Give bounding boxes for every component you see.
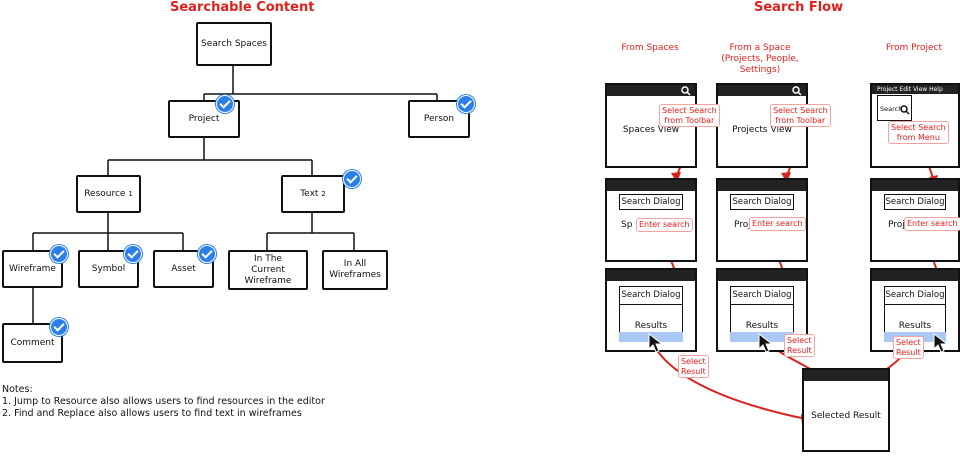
notes: Notes: 1. Jump to Resource also allows u… bbox=[2, 384, 325, 420]
node-resource: Resource 1 bbox=[76, 175, 141, 213]
note-select-result: Select Result bbox=[784, 334, 815, 357]
divider bbox=[884, 304, 946, 305]
check-icon bbox=[343, 170, 361, 188]
window-titlebar bbox=[607, 85, 695, 96]
window-titlebar bbox=[872, 270, 958, 281]
note-line: Result bbox=[681, 366, 706, 376]
view-label-partial: Proj bbox=[734, 220, 751, 230]
note-line: Select Search bbox=[662, 106, 717, 115]
check-icon bbox=[457, 95, 475, 113]
view-label: Spaces View bbox=[622, 125, 680, 135]
window-titlebar bbox=[718, 85, 806, 96]
divider bbox=[619, 304, 683, 305]
note-line: from Toolbar bbox=[664, 115, 715, 125]
view-label: Projects View bbox=[732, 125, 792, 135]
check-icon bbox=[50, 318, 68, 336]
check-icon bbox=[198, 245, 216, 263]
note-item: 2. Find and Replace also allows users to… bbox=[2, 408, 302, 419]
window-titlebar bbox=[804, 370, 888, 381]
note-item: 1. Jump to Resource also allows users to… bbox=[2, 396, 325, 407]
footnote-marker: 2 bbox=[321, 189, 326, 198]
notes-heading: Notes: bbox=[2, 384, 33, 395]
note-line: from Menu bbox=[896, 132, 940, 142]
node-search-spaces: Search Spaces bbox=[196, 22, 272, 66]
window-titlebar bbox=[607, 180, 695, 191]
window-results: Search Dialog Results bbox=[605, 268, 697, 352]
node-label-line: Current Wireframe bbox=[244, 264, 292, 286]
menu-search-item: Search bbox=[880, 105, 903, 113]
check-icon bbox=[124, 245, 142, 263]
selected-result-label: Selected Result bbox=[811, 411, 881, 421]
search-icon bbox=[792, 86, 802, 96]
window-search-dialog: Search Dialog Proj bbox=[716, 178, 808, 262]
search-dialog-label: Search Dialog bbox=[621, 290, 681, 300]
search-dialog-box: Search Dialog bbox=[619, 194, 683, 210]
column-header-project: From Project bbox=[859, 43, 960, 54]
header-line: From Project bbox=[886, 43, 942, 53]
window-titlebar bbox=[718, 270, 806, 281]
check-icon bbox=[50, 245, 68, 263]
note-line: Select bbox=[681, 357, 706, 366]
cursor-icon bbox=[648, 333, 664, 353]
note-enter-search: Enter search bbox=[904, 217, 960, 231]
note-enter-search: Enter search bbox=[636, 218, 693, 232]
column-header-spaces: From Spaces bbox=[595, 43, 705, 54]
window-titlebar bbox=[872, 180, 958, 191]
cursor-icon bbox=[758, 333, 774, 353]
node-in-all-wireframes: In All Wireframes bbox=[322, 250, 388, 290]
menu-bar: Project Edit View Help bbox=[872, 85, 958, 94]
search-icon bbox=[900, 105, 910, 115]
cursor-icon bbox=[933, 333, 949, 353]
window-titlebar bbox=[718, 180, 806, 191]
search-dialog-box: Search Dialog bbox=[730, 194, 794, 210]
view-label-partial: Proj bbox=[888, 220, 905, 230]
header-line: From Spaces bbox=[621, 43, 679, 53]
results-label: Results bbox=[898, 321, 932, 331]
divider bbox=[730, 304, 794, 305]
note-line: Select bbox=[787, 336, 812, 345]
text-label: Text bbox=[300, 188, 319, 199]
search-dialog-label: Search Dialog bbox=[732, 290, 792, 300]
note-line: Select Search bbox=[891, 123, 946, 132]
note-line: from Toolbar bbox=[775, 115, 826, 125]
search-flow-title: Search Flow bbox=[754, 0, 844, 15]
node-in-current-wireframe: In The Current Wireframe bbox=[228, 250, 308, 290]
node-project: Project bbox=[168, 100, 240, 138]
note-select-search: Select Search from Toolbar bbox=[770, 104, 831, 127]
footnote-marker: 1 bbox=[128, 189, 133, 198]
window-titlebar bbox=[607, 270, 695, 281]
results-label: Results bbox=[634, 321, 668, 331]
note-select-search: Select Search from Toolbar bbox=[659, 104, 720, 127]
note-line: Select Search bbox=[773, 106, 828, 115]
note-select-result: Select Result bbox=[893, 336, 924, 359]
note-select-result: Select Result bbox=[678, 355, 709, 378]
window-results: Search Dialog Results bbox=[870, 268, 960, 352]
menu-dropdown: Search bbox=[877, 95, 912, 121]
note-enter-search: Enter search bbox=[749, 217, 806, 231]
node-text: Text 2 bbox=[281, 175, 345, 213]
check-icon bbox=[216, 95, 234, 113]
node-label-line: In The bbox=[254, 253, 282, 264]
window-selected-result: Selected Result bbox=[802, 368, 890, 452]
column-header-space: From a Space (Projects, People, Settings… bbox=[705, 43, 815, 76]
results-label: Results bbox=[745, 321, 779, 331]
note-select-search-menu: Select Search from Menu bbox=[888, 121, 949, 144]
view-label-partial: Sp bbox=[621, 220, 633, 230]
header-line: (Projects, People, bbox=[721, 54, 799, 64]
resource-label: Resource bbox=[84, 188, 126, 199]
search-icon bbox=[681, 86, 691, 96]
header-line: Settings) bbox=[739, 65, 781, 75]
header-line: From a Space bbox=[729, 43, 791, 53]
searchable-content-title: Searchable Content bbox=[170, 0, 315, 15]
note-line: Result bbox=[787, 345, 812, 355]
note-line: Select bbox=[896, 338, 921, 347]
search-dialog-box: Search Dialog bbox=[884, 194, 946, 210]
search-dialog-label: Search Dialog bbox=[885, 290, 945, 300]
note-line: Result bbox=[896, 347, 921, 357]
